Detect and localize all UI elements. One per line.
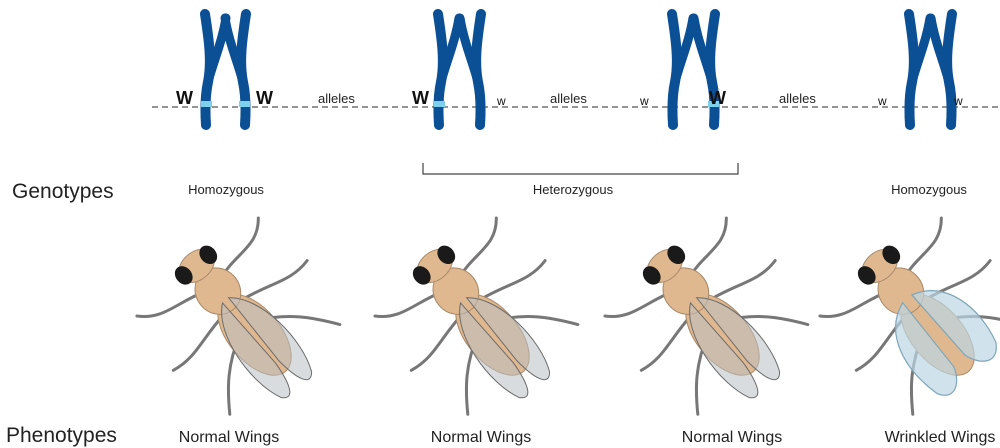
phenotypes-label: Phenotypes [6, 424, 117, 448]
phenotype-label-1: Normal Wings [179, 429, 279, 447]
allele-1-right: W [256, 88, 273, 109]
chromosome-2a [434, 14, 459, 125]
chromosome-3a [672, 14, 693, 125]
fly-1 [123, 199, 367, 443]
fly-3 [591, 199, 835, 443]
alleles-label-2: alleles [550, 91, 587, 106]
chromosome-1b [225, 14, 250, 125]
zygosity-label-1: Homozygous [188, 182, 264, 197]
chromosome-4b [931, 14, 952, 125]
phenotype-label-4: Wrinkled Wings [885, 429, 996, 447]
fly-layer [123, 199, 1000, 443]
chromosome-layer [201, 14, 952, 125]
phenotype-label-3: Normal Wings [682, 429, 782, 447]
heterozygous-bracket [423, 163, 738, 174]
allele-4-right: w [954, 94, 963, 108]
zygosity-label-4: Homozygous [891, 182, 967, 197]
genotypes-label: Genotypes [12, 180, 114, 204]
allele-3-left: w [640, 94, 649, 108]
alleles-label-3: alleles [779, 91, 816, 106]
allele-2-left: W [412, 88, 429, 109]
alleles-label-1: alleles [318, 91, 355, 106]
chromosome-1a [201, 14, 226, 125]
fly-2 [361, 199, 605, 443]
chromosome-2b [460, 14, 481, 125]
allele-3-right: W [709, 88, 726, 109]
fly-4 [806, 199, 1000, 431]
zygosity-label-2: Heterozygous [533, 182, 613, 197]
allele-1-left: W [176, 88, 193, 109]
chromosome-4a [909, 14, 930, 125]
allele-2-right: w [497, 94, 506, 108]
allele-4-left: w [878, 94, 887, 108]
phenotype-label-2: Normal Wings [431, 429, 531, 447]
